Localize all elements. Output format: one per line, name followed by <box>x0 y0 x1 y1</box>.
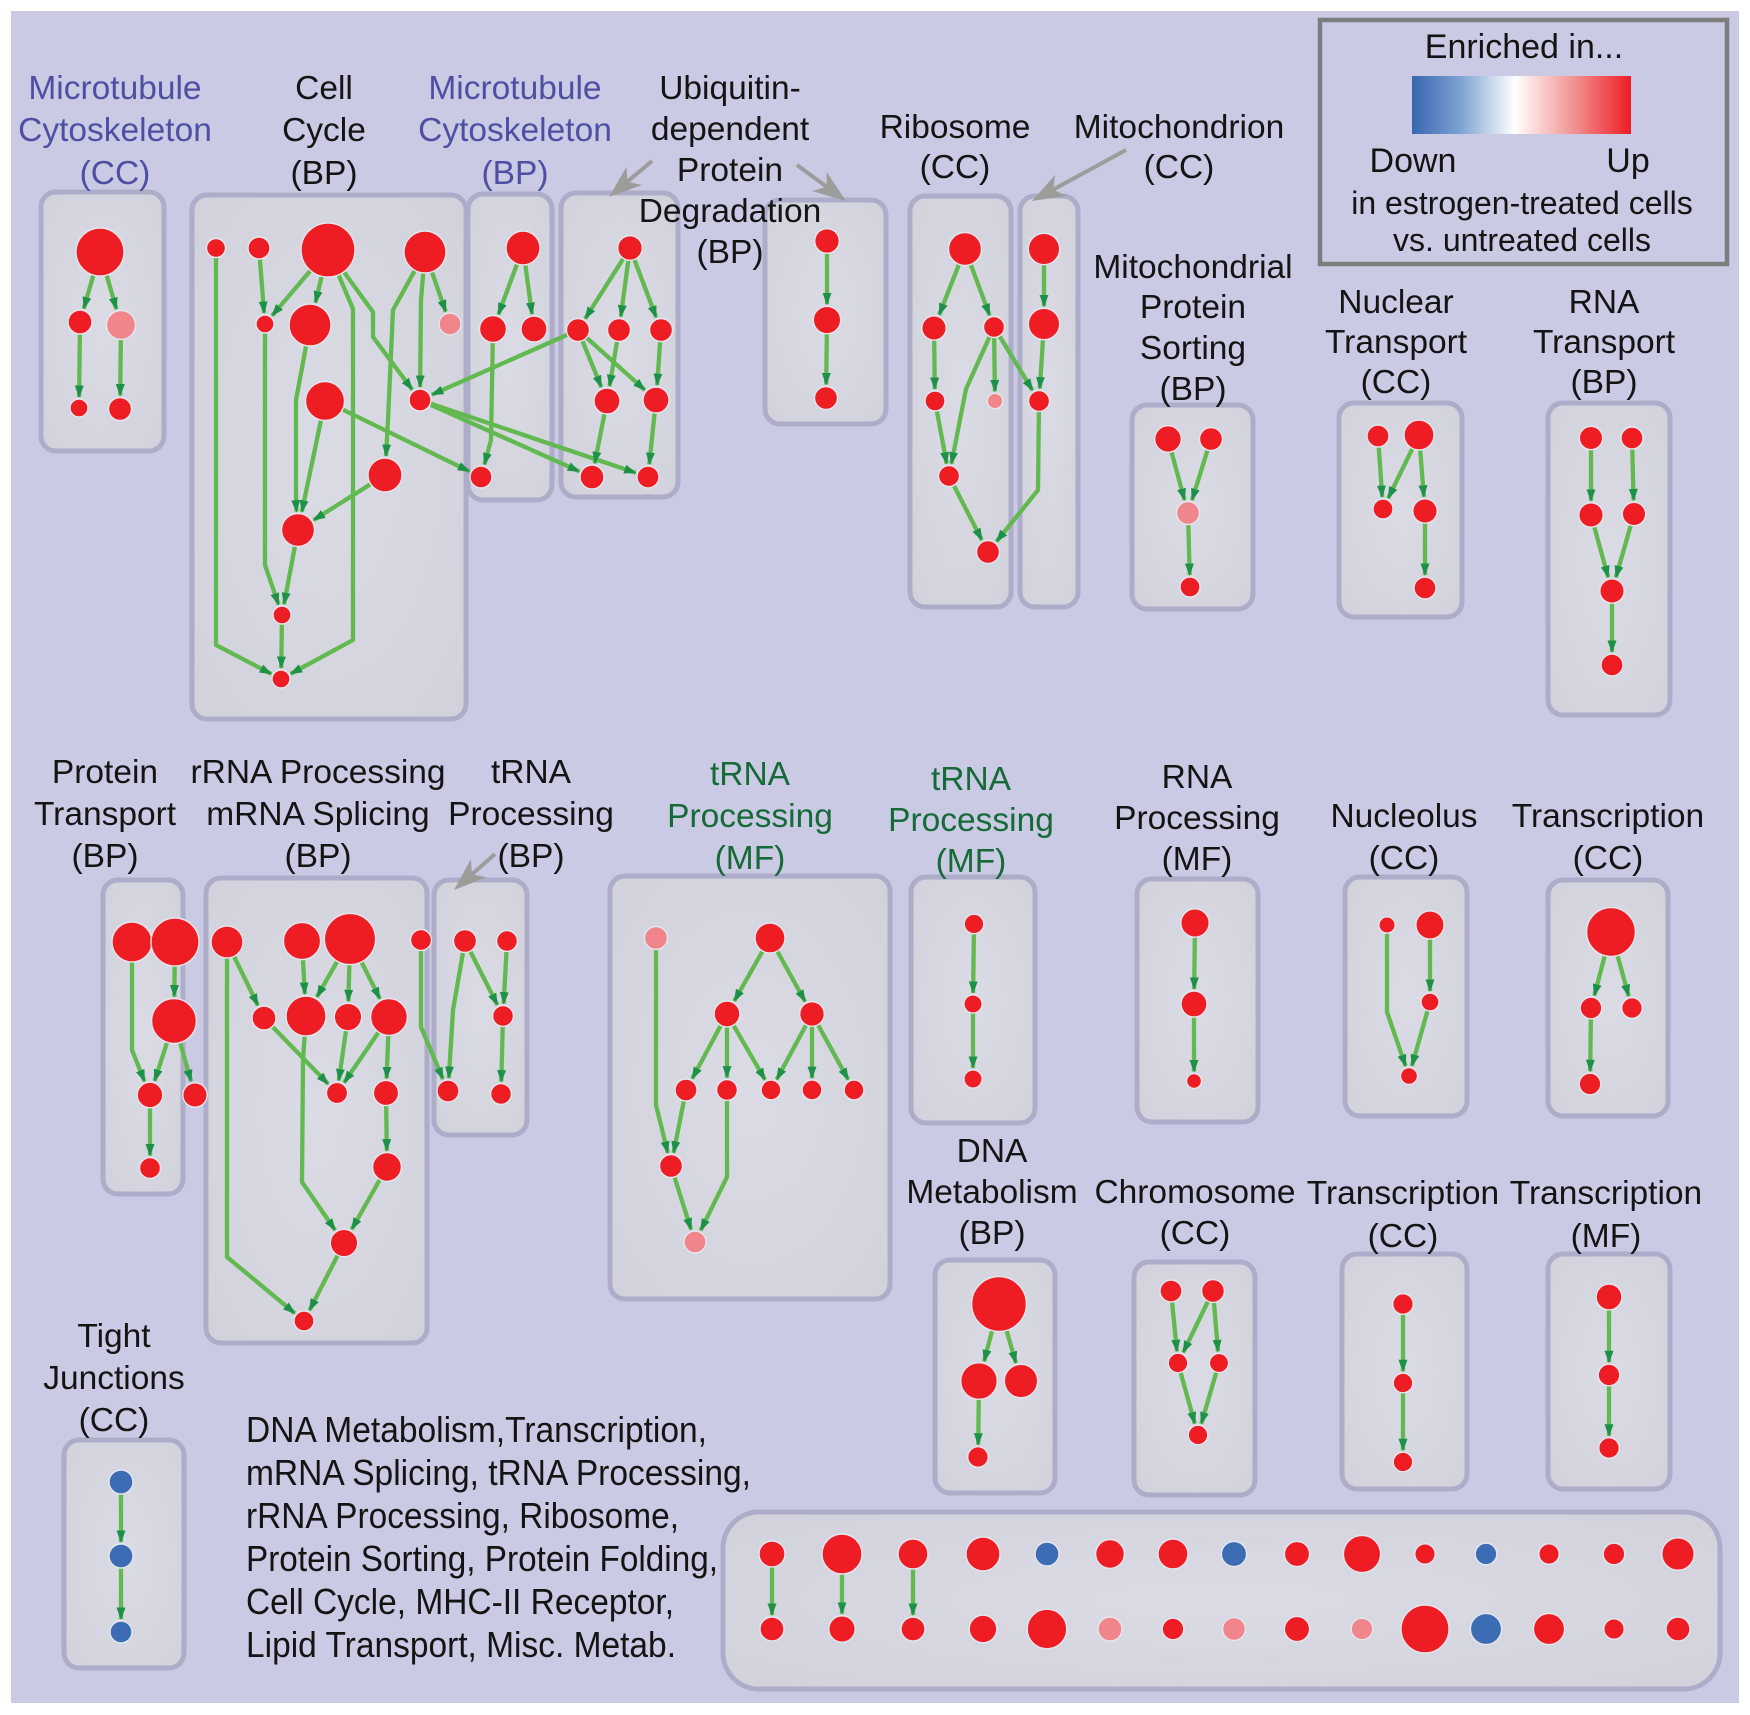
svg-text:Cell Cycle, MHC-II Receptor,: Cell Cycle, MHC-II Receptor, <box>246 1581 674 1622</box>
svg-text:(BP): (BP) <box>959 1215 1026 1252</box>
svg-text:RNA: RNA <box>1569 284 1640 321</box>
svg-text:(MF): (MF) <box>715 840 786 877</box>
svg-text:Mitochondrial: Mitochondrial <box>1093 249 1292 286</box>
svg-text:(CC): (CC) <box>1144 149 1215 186</box>
svg-text:Cell: Cell <box>295 70 353 107</box>
svg-text:Microtubule: Microtubule <box>428 70 601 107</box>
svg-text:(CC): (CC) <box>80 155 151 192</box>
svg-text:(MF): (MF) <box>936 843 1007 880</box>
svg-text:(MF): (MF) <box>1162 841 1233 878</box>
svg-text:Metabolism: Metabolism <box>906 1174 1077 1211</box>
svg-text:(CC): (CC) <box>1160 1215 1231 1252</box>
svg-text:Processing: Processing <box>667 798 833 835</box>
svg-text:(CC): (CC) <box>1369 840 1440 877</box>
svg-text:mRNA Splicing: mRNA Splicing <box>206 796 429 833</box>
svg-text:Protein: Protein <box>677 152 783 189</box>
svg-text:(MF): (MF) <box>1571 1218 1642 1255</box>
svg-text:(BP): (BP) <box>72 838 139 875</box>
svg-text:tRNA: tRNA <box>931 761 1012 798</box>
svg-text:Transcription: Transcription <box>1510 1175 1702 1212</box>
svg-text:tRNA: tRNA <box>710 756 791 793</box>
svg-text:Up: Up <box>1606 142 1649 180</box>
svg-text:(BP): (BP) <box>697 234 764 271</box>
svg-text:Processing: Processing <box>888 802 1054 839</box>
svg-text:(CC): (CC) <box>1573 840 1644 877</box>
svg-text:(BP): (BP) <box>285 838 352 875</box>
svg-text:Chromosome: Chromosome <box>1094 1174 1295 1211</box>
svg-text:Lipid Transport, Misc. Metab.: Lipid Transport, Misc. Metab. <box>246 1624 676 1665</box>
svg-text:(BP): (BP) <box>482 155 549 192</box>
svg-text:(CC): (CC) <box>79 1402 150 1439</box>
svg-text:Transcription: Transcription <box>1307 1175 1499 1212</box>
svg-text:Ubiquitin-: Ubiquitin- <box>659 70 801 107</box>
svg-text:Nucleolus: Nucleolus <box>1330 798 1477 835</box>
svg-text:Transcription: Transcription <box>1512 798 1704 835</box>
svg-text:dependent: dependent <box>651 111 810 148</box>
svg-text:Transport: Transport <box>1533 324 1676 361</box>
svg-text:rRNA Processing, Ribosome,: rRNA Processing, Ribosome, <box>246 1495 679 1536</box>
svg-text:DNA: DNA <box>957 1133 1028 1170</box>
svg-text:Cycle: Cycle <box>282 112 366 149</box>
svg-text:Down: Down <box>1370 142 1457 180</box>
svg-text:Processing: Processing <box>448 796 614 833</box>
svg-text:Transport: Transport <box>1325 324 1468 361</box>
svg-text:Sorting: Sorting <box>1140 330 1246 367</box>
svg-text:Processing: Processing <box>1114 800 1280 837</box>
svg-text:Transport: Transport <box>34 796 177 833</box>
svg-text:vs. untreated cells: vs. untreated cells <box>1393 222 1651 258</box>
svg-text:(BP): (BP) <box>291 155 358 192</box>
svg-text:Microtubule: Microtubule <box>28 70 201 107</box>
svg-text:Protein Sorting, Protein Foldi: Protein Sorting, Protein Folding, <box>246 1538 718 1579</box>
svg-text:(CC): (CC) <box>1361 364 1432 401</box>
svg-text:Enriched in...: Enriched in... <box>1425 28 1623 66</box>
svg-text:mRNA Splicing, tRNA Processing: mRNA Splicing, tRNA Processing, <box>246 1452 751 1493</box>
svg-text:(CC): (CC) <box>1368 1218 1439 1255</box>
svg-text:(BP): (BP) <box>1160 371 1227 408</box>
svg-text:Tight: Tight <box>77 1318 151 1355</box>
svg-text:Ribosome: Ribosome <box>880 109 1031 146</box>
svg-text:tRNA: tRNA <box>491 754 572 791</box>
svg-text:(BP): (BP) <box>498 838 565 875</box>
svg-text:Protein: Protein <box>1140 289 1246 326</box>
svg-text:Cytoskeleton: Cytoskeleton <box>418 112 612 149</box>
svg-text:(CC): (CC) <box>920 149 991 186</box>
svg-text:(BP): (BP) <box>1571 364 1638 401</box>
svg-text:rRNA Processing: rRNA Processing <box>190 754 445 791</box>
svg-text:Nuclear: Nuclear <box>1338 284 1453 321</box>
svg-text:Junctions: Junctions <box>43 1360 185 1397</box>
svg-text:Mitochondrion: Mitochondrion <box>1074 109 1284 146</box>
svg-text:DNA Metabolism,Transcription,: DNA Metabolism,Transcription, <box>246 1409 707 1450</box>
svg-text:RNA: RNA <box>1162 759 1233 796</box>
svg-text:in estrogen-treated cells: in estrogen-treated cells <box>1351 185 1693 221</box>
svg-text:Cytoskeleton: Cytoskeleton <box>18 112 212 149</box>
svg-text:Protein: Protein <box>52 754 158 791</box>
svg-text:Degradation: Degradation <box>639 193 822 230</box>
